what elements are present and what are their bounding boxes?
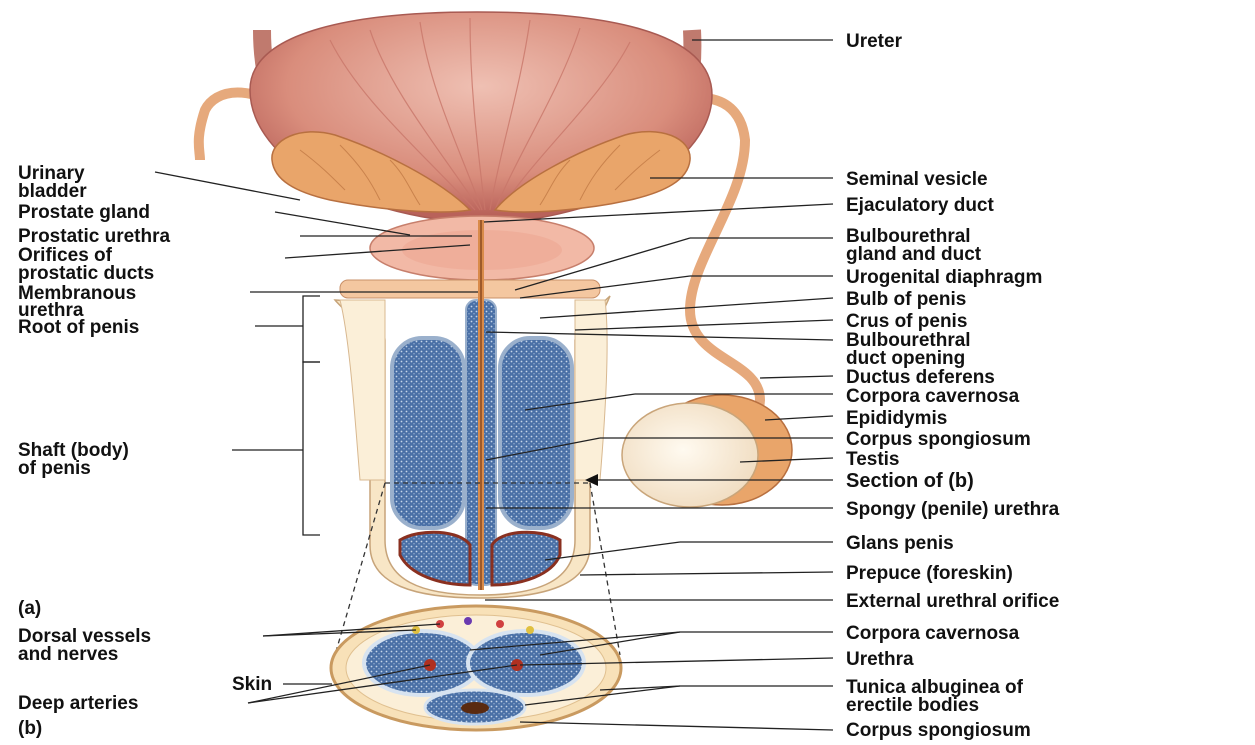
label-bulbourethral-gland-2: gland and duct xyxy=(846,244,982,265)
label-root-of-penis: Root of penis xyxy=(18,317,139,338)
label-urinary-bladder-2: bladder xyxy=(18,181,87,202)
label-section-of-b: Section of (b) xyxy=(846,470,974,492)
label-ureter: Ureter xyxy=(846,31,903,52)
label-crus-of-penis: Crus of penis xyxy=(846,311,967,332)
urogenital-diaphragm xyxy=(340,280,600,298)
brackets xyxy=(303,296,320,535)
label-ductus-deferens: Ductus deferens xyxy=(846,367,995,388)
cross-section-b xyxy=(331,606,621,730)
label-urogenital-diaphragm: Urogenital diaphragm xyxy=(846,267,1042,288)
label-skin: Skin xyxy=(232,674,272,695)
label-testis: Testis xyxy=(846,449,900,470)
label-prostate-gland: Prostate gland xyxy=(18,202,150,223)
label-external-orifice: External urethral orifice xyxy=(846,591,1059,612)
illustration-a xyxy=(199,12,792,598)
label-bulb-of-penis: Bulb of penis xyxy=(846,289,966,310)
label-part-b: (b) xyxy=(18,718,42,739)
label-shaft-2: of penis xyxy=(18,458,91,479)
right-corpus-cavernosum xyxy=(500,338,572,528)
label-corpus-spongiosum-b: Corpus spongiosum xyxy=(846,720,1031,740)
section-left-cavernosum xyxy=(364,631,480,695)
label-corpora-cavernosa: Corpora cavernosa xyxy=(846,386,1020,407)
label-ejaculatory-duct: Ejaculatory duct xyxy=(846,195,994,216)
label-bulbourethral-opening-2: duct opening xyxy=(846,348,965,369)
label-tunica-2: erectile bodies xyxy=(846,695,979,716)
section-right-cavernosum xyxy=(468,631,584,695)
label-corpus-spongiosum: Corpus spongiosum xyxy=(846,429,1031,450)
label-urethra-b: Urethra xyxy=(846,649,914,670)
label-epididymis: Epididymis xyxy=(846,408,947,429)
label-part-a: (a) xyxy=(18,598,41,619)
left-corpus-cavernosum xyxy=(392,338,464,528)
label-seminal-vesicle: Seminal vesicle xyxy=(846,169,988,190)
label-prostatic-urethra: Prostatic urethra xyxy=(18,226,170,247)
left-labels: Urinary bladder Prostate gland Prostatic… xyxy=(18,163,272,739)
right-labels: Ureter Seminal vesicle Ejaculatory duct … xyxy=(846,31,1060,740)
glans-penis xyxy=(400,532,470,585)
testis xyxy=(622,403,758,507)
label-prepuce: Prepuce (foreskin) xyxy=(846,563,1013,584)
label-dorsal-2: and nerves xyxy=(18,644,118,665)
label-spongy-urethra: Spongy (penile) urethra xyxy=(846,499,1060,520)
label-deep-arteries: Deep arteries xyxy=(18,693,138,714)
label-glans-penis: Glans penis xyxy=(846,533,954,554)
label-corpora-cavernosa-b: Corpora cavernosa xyxy=(846,623,1020,644)
label-orifices-2: prostatic ducts xyxy=(18,263,154,284)
